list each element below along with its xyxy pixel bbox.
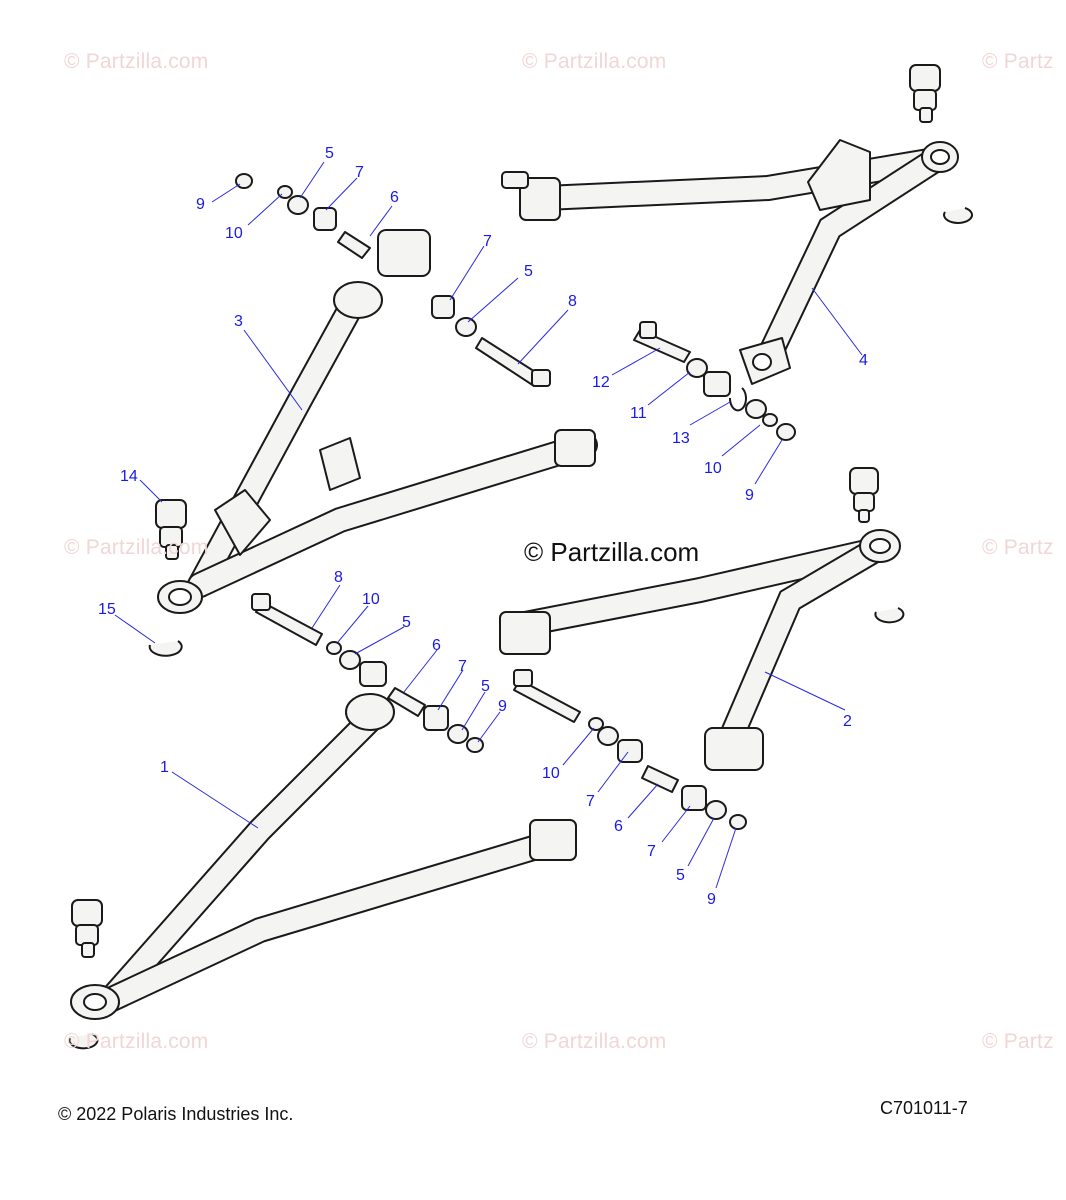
callout-10: 10 [362,591,380,608]
hardware-lower-left-stack [251,593,484,753]
callout-8: 8 [334,569,343,586]
callout-9: 9 [196,196,205,213]
callout-10: 10 [704,460,722,477]
snap-ring-part-15 [148,640,183,657]
callout-5: 5 [676,867,685,884]
callout-9: 9 [745,487,754,504]
diagram-code: C701011-7 [880,1098,968,1118]
callout-1: 1 [160,759,169,776]
watermark: © Partz [982,1030,1054,1053]
callout-7: 7 [355,164,364,181]
callout-8: 8 [568,293,577,310]
ball-joint-bottom-left [71,899,103,958]
callout-10: 10 [225,225,243,242]
a-arm-part-1 [70,693,577,1020]
hardware-lower-right-stack [513,669,747,830]
callout-10: 10 [542,765,560,782]
callout-2: 2 [843,713,852,730]
watermark: © Partzilla.com [522,50,667,73]
copyright-notice: © 2022 Polaris Industries Inc. [58,1104,294,1124]
callout-5: 5 [524,263,533,280]
ball-joint-part-14 [155,499,187,560]
ball-joint-top-right [909,64,941,123]
callout-15: 15 [98,601,116,618]
callout-7: 7 [483,233,492,250]
watermark: © Partz [982,536,1054,559]
a-arm-part-2 [499,529,901,771]
watermark: © Partzilla.com [64,1030,209,1053]
ball-joint-middle-right [849,467,879,523]
callout-6: 6 [432,637,441,654]
callout-14: 14 [120,468,138,485]
watermark: © Partzilla.com [64,50,209,73]
callout-labels: 9 10 5 7 6 7 5 8 3 4 12 11 13 10 9 14 15… [98,145,868,908]
center-watermark: © Partzilla.com [524,537,700,567]
callout-5: 5 [402,614,411,631]
watermark: © Partz [982,50,1054,73]
snap-ring-middle-right [874,607,905,624]
a-arm-part-3 [157,281,598,614]
watermark: © Partzilla.com [64,536,209,559]
watermark: © Partzilla.com [522,1030,667,1053]
callout-7: 7 [647,843,656,860]
snap-ring-bottom-left [68,1033,99,1050]
callout-3: 3 [234,313,243,330]
callout-5: 5 [325,145,334,162]
callout-11: 11 [630,405,647,422]
leader-lines [114,161,863,889]
callout-6: 6 [614,818,623,835]
callout-5: 5 [481,678,490,695]
callout-4: 4 [859,352,868,369]
a-arm-part-4 [501,139,959,385]
callout-6: 6 [390,189,399,206]
callout-9: 9 [498,698,507,715]
callout-13: 13 [672,430,690,447]
snap-ring-top-right [943,207,974,224]
callout-9: 9 [707,891,716,908]
hardware-middle-stack [633,321,796,441]
callout-7: 7 [458,658,467,675]
callout-12: 12 [592,374,610,391]
callout-7: 7 [586,793,595,810]
